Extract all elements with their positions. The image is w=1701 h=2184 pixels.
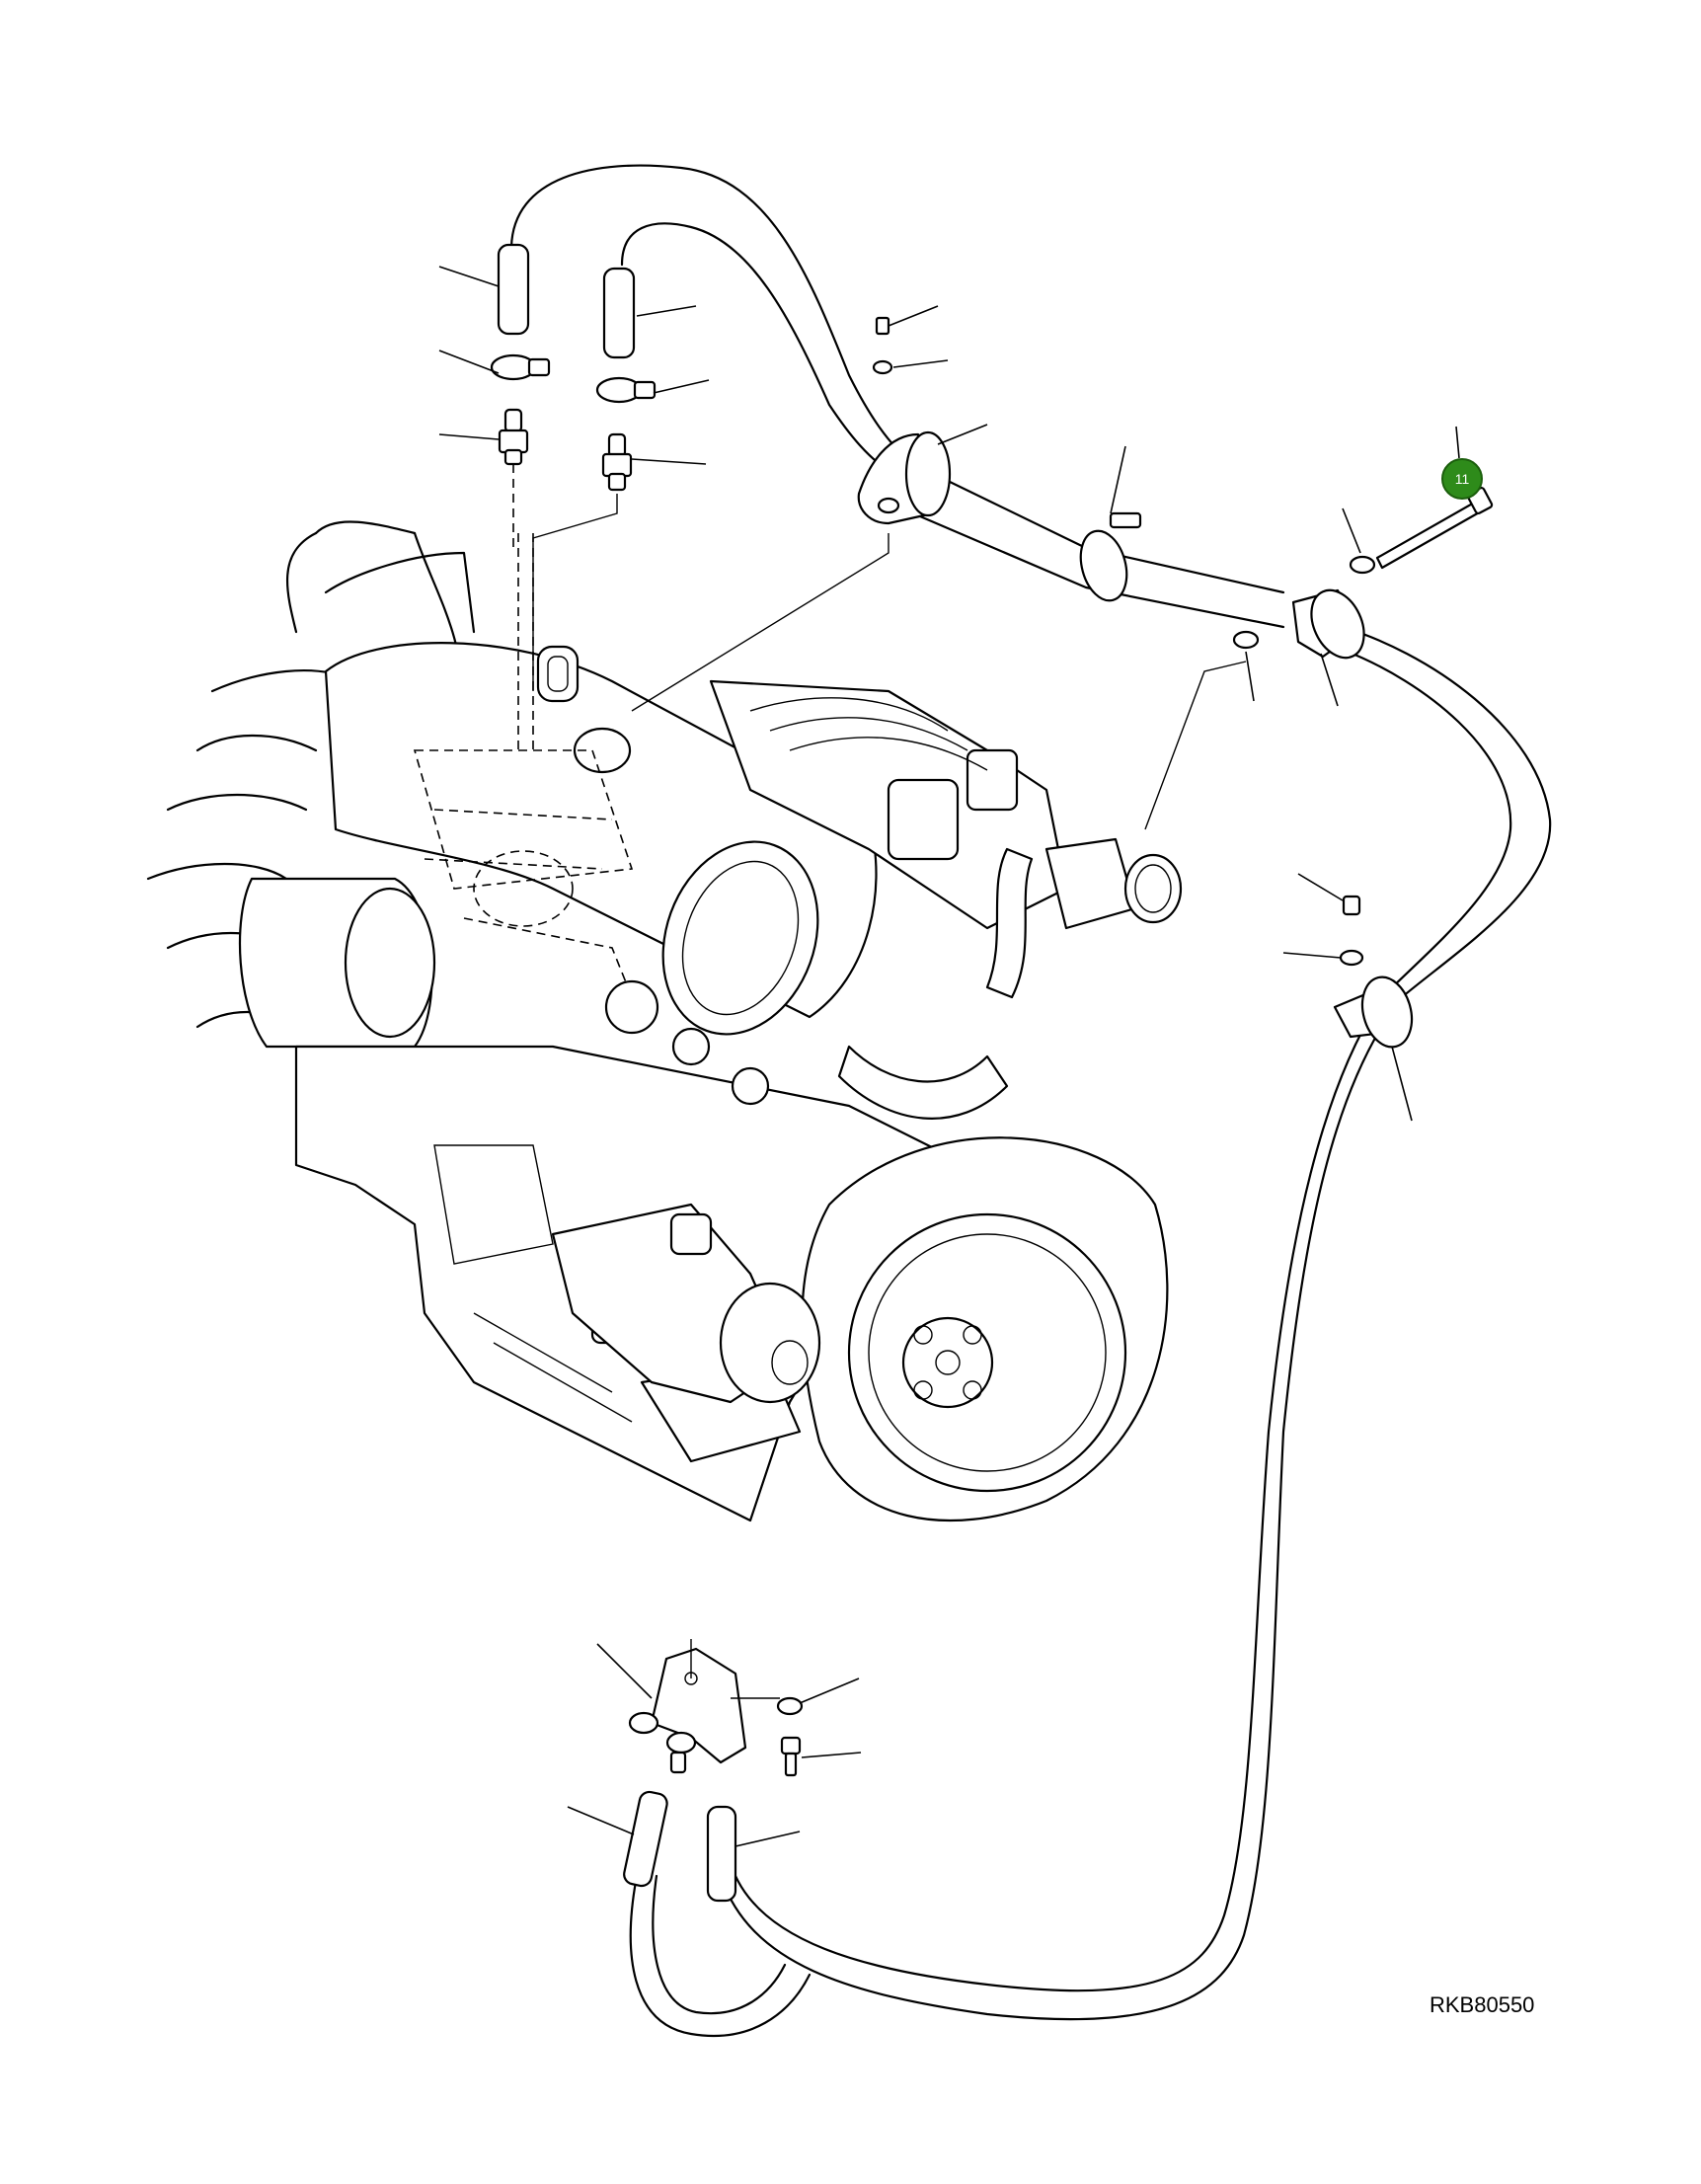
engine-assembly — [146, 520, 1183, 1522]
hose-mounting-bracket-lower — [1333, 895, 1414, 1049]
hose-fitting-right — [601, 432, 633, 492]
leader-lines — [438, 266, 1460, 1847]
hose-segment-bottom-left — [623, 1790, 668, 1888]
alternator — [238, 877, 436, 1049]
hose-mounting-bracket-top — [857, 316, 952, 525]
tee-washer — [776, 1696, 804, 1716]
callout-number: 11 — [1454, 471, 1470, 487]
coolant-hoses — [509, 164, 1552, 2037]
loose-parts — [490, 243, 1494, 1903]
tee-fitting — [628, 1647, 747, 1774]
hose-clamp-left — [490, 353, 551, 381]
band-clamp — [1079, 511, 1142, 602]
flywheel-housing — [801, 1136, 1169, 1522]
hose-mounting-bracket-right — [1232, 555, 1376, 660]
tee-bolt — [780, 1736, 802, 1777]
valve-cover — [324, 642, 878, 1036]
hose-fitting-left — [498, 408, 529, 466]
item-11-callout[interactable]: 11 — [1441, 458, 1483, 500]
hose-segment-right — [602, 267, 636, 359]
starter-motor — [551, 1203, 821, 1404]
coolant-outlet — [1044, 837, 1183, 930]
drawing-reference-code: RKB80550 — [1430, 1992, 1535, 2017]
fuel-system — [709, 679, 1068, 1120]
hose-segment-bottom-right — [706, 1805, 737, 1903]
long-bolt — [1375, 487, 1494, 570]
hose-clamp-right — [595, 376, 657, 404]
hose-segment-left — [497, 243, 530, 336]
